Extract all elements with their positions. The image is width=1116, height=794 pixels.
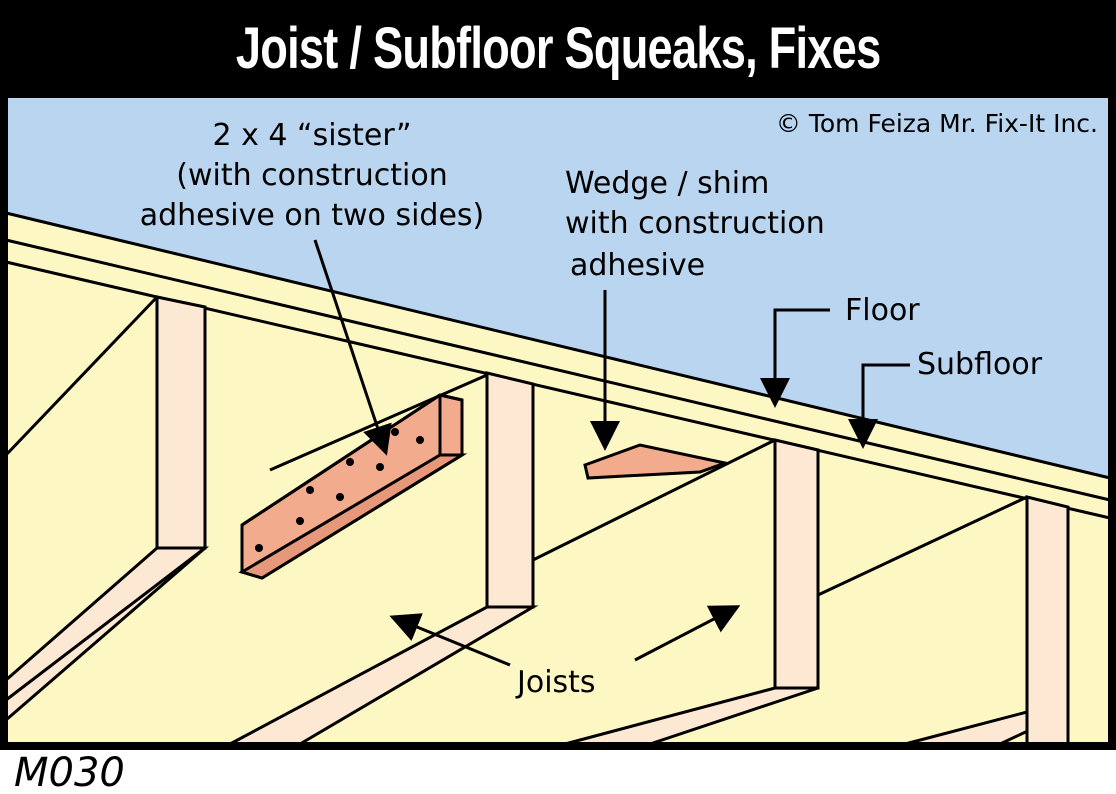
background-sky — [6, 96, 1110, 478]
wedge-label-3: adhesive — [570, 248, 705, 283]
frame-border — [0, 90, 1116, 750]
arrows — [313, 239, 910, 667]
joist-1-edge — [4, 295, 159, 457]
joist-1-face — [155, 295, 207, 550]
wedge-label-1: Wedge / shim — [565, 166, 769, 201]
joist-2-edge — [5, 546, 206, 702]
floor-arrow — [760, 308, 830, 408]
title: Joist / Subfloor Squeaks, Fixes — [235, 15, 881, 81]
joist-3-top-edge — [532, 438, 776, 562]
joist-3-face — [773, 438, 820, 690]
sister-label-2: (with construction — [176, 158, 447, 193]
sister-arrow — [313, 239, 392, 456]
wedge-label-2: with construction — [565, 206, 825, 241]
subfloor-arrow — [848, 363, 910, 449]
joist-4-face — [1025, 495, 1070, 746]
floor-top-line — [5, 211, 1111, 480]
copyright: © Tom Feiza Mr. Fix-It Inc. — [776, 109, 1098, 138]
subfloor-label: Subfloor — [917, 347, 1043, 382]
joist-4-top-edge — [817, 495, 1028, 597]
joists-arrow-left — [389, 613, 511, 667]
floor-label: Floor — [845, 293, 920, 328]
figure-code: M030 — [14, 750, 125, 794]
sister-label-1: 2 x 4 “sister” — [212, 118, 411, 153]
floor-subfloor-line — [5, 238, 1111, 502]
joist-2-face — [485, 371, 535, 609]
joists-arrow-right — [634, 605, 741, 662]
joists-label: Joists — [515, 665, 596, 700]
sister-label-3: adhesive on two sides) — [140, 198, 485, 233]
sister-2x4 — [238, 393, 468, 580]
title-bar: Joist / Subfloor Squeaks, Fixes — [0, 0, 1116, 96]
wedge-shim — [583, 443, 731, 480]
nail-holes — [255, 428, 424, 552]
